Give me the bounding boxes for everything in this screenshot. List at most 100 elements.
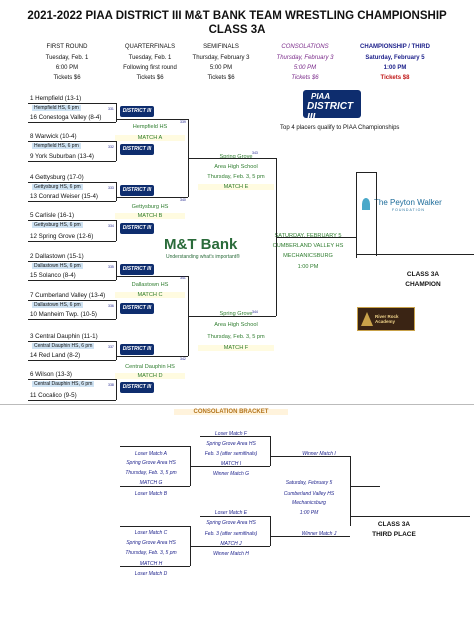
bracket-line <box>116 300 117 319</box>
quarterfinal-site-b: Gettysburg HS <box>131 204 169 210</box>
cons-time-h: Thursday, Feb. 3, 5 pm <box>125 550 177 556</box>
bracket-line <box>120 566 190 567</box>
bracket-line <box>28 400 116 401</box>
semifinal-e-line1: Spring Grove <box>219 154 253 160</box>
team-entry: 8 Warwick (10-4) <box>30 133 77 140</box>
bracket-line <box>190 546 270 547</box>
cons-site-h: Spring Grove Area HS <box>126 540 176 546</box>
champion-label: CHAMPION <box>405 281 441 288</box>
team-entry: 6 Wilson (13-3) <box>30 371 72 378</box>
team-entry: 15 Solanco (8-4) <box>30 272 76 279</box>
bracket-line <box>28 300 116 301</box>
semifinal-f-line2: Area High School <box>214 322 258 328</box>
bout-number: 338 <box>108 383 114 387</box>
cons-winner-i: Winner Match I <box>302 451 336 457</box>
qualify-note: Top 4 placers qualify to PIAA Championsh… <box>280 125 400 131</box>
round-header-championship: CHAMPIONSHIP / THIRD <box>360 44 430 50</box>
third-label: THIRD PLACE <box>372 531 416 538</box>
round-time-consolation: 5:00 PM <box>293 65 317 71</box>
district-iii-mini-logo: DISTRICT III <box>120 144 154 155</box>
bout-number: 332 <box>108 145 114 149</box>
round-tickets-first: Tickets $6 <box>53 75 81 81</box>
bout-number: 340 <box>180 198 186 202</box>
round-tickets-championship: Tickets $8 <box>380 75 410 81</box>
bout-number: 334 <box>108 224 114 228</box>
bracket-line <box>356 172 357 258</box>
bracket-line <box>350 486 380 487</box>
first-round-site: Dallastown HS, 6 pm <box>32 263 83 269</box>
peyton-walker-icon <box>362 198 370 210</box>
semifinal-e-line3: Thursday, Feb. 3, 5 pm <box>207 174 265 180</box>
round-day-first: Tuesday, Feb. 1 <box>45 55 89 61</box>
round-day-semi: Thursday, February 3 <box>192 55 250 61</box>
cons-winner-g: Winner Match G <box>212 471 250 477</box>
team-entry: 16 Conestoga Valley (8-4) <box>30 114 102 121</box>
round-tickets-quarter: Tickets $6 <box>136 75 164 81</box>
river-rock-icon <box>361 312 373 326</box>
bracket-line <box>116 141 117 161</box>
third-label-class: CLASS 3A <box>377 521 411 528</box>
first-round-site: Central Dauphin HS, 6 pm <box>32 343 95 349</box>
bracket-line <box>28 261 116 262</box>
first-round-site: Gettysburg HS, 6 pm <box>32 184 83 190</box>
mt-bank-logo: M&T Bank <box>164 236 238 253</box>
round-tickets-semi: Tickets $6 <box>207 75 235 81</box>
bracket-line <box>376 172 377 256</box>
semifinal-f-match: MATCH F <box>198 345 274 351</box>
first-round-site: Dallastown HS, 6 pm <box>32 302 83 308</box>
peyton-walker-sub: FOUNDATION <box>392 208 425 212</box>
bout-number: 331 <box>108 107 114 111</box>
bracket-line <box>188 316 276 317</box>
bracket-line <box>28 360 116 361</box>
bout-number: 333 <box>108 186 114 190</box>
semifinal-f-line3: Thursday, Feb. 3, 5 pm <box>207 334 265 340</box>
bracket-line <box>356 254 474 255</box>
team-entry: 12 Spring Grove (12-6) <box>30 233 94 240</box>
final-info-time: 1:00 PM <box>297 264 319 270</box>
bout-number: 335 <box>108 265 114 269</box>
cons-loser-c: Loser Match C <box>134 530 168 536</box>
bracket-line <box>116 220 117 241</box>
bracket-line <box>116 276 188 277</box>
semifinal-f-line1: Spring Grove <box>219 311 253 317</box>
cons-match-h: MATCH H <box>139 561 163 567</box>
first-round-site: Hempfield HS, 6 pm <box>32 105 81 111</box>
bracket-line <box>28 379 116 380</box>
bracket-line <box>28 103 116 104</box>
team-entry: 7 Cumberland Valley (13-4) <box>30 292 106 299</box>
cons-loser-d: Loser Match D <box>134 571 168 577</box>
bracket-line <box>270 516 271 546</box>
bracket-line <box>188 158 276 159</box>
team-entry: 3 Central Dauphin (11-1) <box>30 333 98 340</box>
semifinal-e-match: MATCH E <box>198 184 274 190</box>
mt-bank-tagline: Understanding what's important® <box>166 254 240 260</box>
bracket-line <box>116 261 117 280</box>
cons-time-j: Feb. 3 (after semifinals) <box>204 531 258 537</box>
team-entry: 2 Dallastown (15-1) <box>30 253 84 260</box>
team-entry: 14 Red Land (8-2) <box>30 352 81 359</box>
bracket-line <box>28 141 116 142</box>
third-info-date: Saturday, February 5 <box>285 480 333 486</box>
bracket-line <box>116 119 188 120</box>
cons-site-g: Spring Grove Area HS <box>126 460 176 466</box>
team-entry: 10 Manheim Twp. (10-5) <box>30 311 97 318</box>
bracket-line <box>190 466 270 467</box>
bracket-line <box>28 341 116 342</box>
district-iii-mini-logo: DISTRICT III <box>120 223 154 234</box>
third-info-city: Mechanicsburg <box>292 500 326 506</box>
cons-time-i: Feb. 3 (after semifinals) <box>204 451 258 457</box>
cons-loser-a: Loser Match A <box>134 451 168 457</box>
bracket-line <box>116 341 117 360</box>
bracket-line <box>28 241 116 242</box>
cons-time-g: Thursday, Feb. 3, 5 pm <box>125 470 177 476</box>
cons-winner-h: Winner Match H <box>213 551 249 557</box>
bout-number: 337 <box>108 345 114 349</box>
champion-label-class: CLASS 3A <box>406 271 440 278</box>
first-round-site: Central Dauphin HS, 6 pm <box>32 381 95 387</box>
bracket-line <box>200 516 270 517</box>
cons-loser-b: Loser Match B <box>134 491 168 497</box>
bracket-line <box>28 182 116 183</box>
team-entry: 5 Carlisle (16-1) <box>30 212 75 219</box>
round-header-first: FIRST ROUND <box>46 44 88 50</box>
bracket-line <box>28 161 116 162</box>
